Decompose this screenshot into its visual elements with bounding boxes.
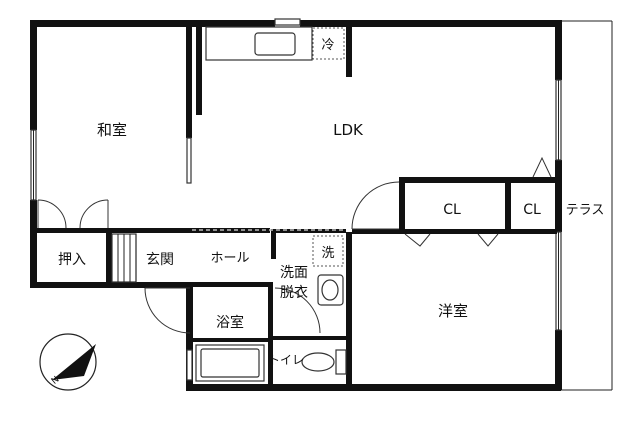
toilet-fixture xyxy=(301,349,347,375)
north-label: N xyxy=(50,375,62,387)
room-youshitsu: 洋室 xyxy=(438,302,468,320)
room-oshiire: 押入 xyxy=(58,252,86,268)
north-arrow-icon: N xyxy=(39,333,97,391)
room-terrace: テラス xyxy=(566,203,605,218)
doors xyxy=(37,156,552,334)
kitchen-counter xyxy=(205,26,313,61)
bathtub xyxy=(195,344,265,382)
room-datsui: 脱衣 xyxy=(280,285,308,301)
room-yokushitsu: 浴室 xyxy=(216,314,244,331)
terrace-outline xyxy=(560,20,613,391)
room-washitsu: 和室 xyxy=(97,121,127,139)
fridge-box xyxy=(312,27,345,60)
room-senmen: 洗面 xyxy=(280,265,308,281)
washer-box xyxy=(312,235,344,267)
washbasin xyxy=(317,274,344,306)
room-cl-2: CL xyxy=(523,202,541,218)
interior-walls xyxy=(30,20,559,390)
washer-label: 洗 xyxy=(321,246,334,261)
room-genkan: 玄関 xyxy=(146,251,174,268)
fridge-label: 冷 xyxy=(321,38,334,53)
genkan-steps xyxy=(111,233,137,283)
windows xyxy=(30,18,562,381)
room-ldk: LDK xyxy=(333,121,364,139)
outer-walls xyxy=(30,20,562,391)
room-hall: ホール xyxy=(210,251,249,266)
room-cl-1: CL xyxy=(443,202,461,218)
room-toilet: トイレ xyxy=(268,353,304,367)
